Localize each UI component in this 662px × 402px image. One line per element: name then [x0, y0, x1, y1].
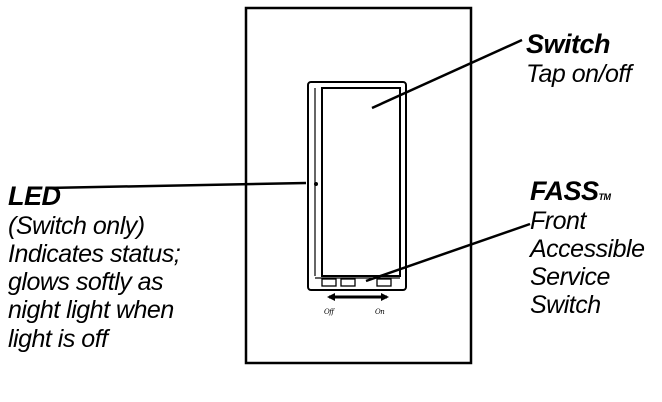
led-label: LED (Switch only) Indicates status; glow… [8, 181, 181, 353]
fass-line: Switch [530, 291, 601, 320]
fass-trademark: TM [598, 192, 612, 202]
led-line: light is off [8, 324, 108, 353]
led-line: glows softly as [8, 268, 164, 296]
switch-description: Tap on/off [526, 59, 632, 88]
switch-label: Switch Tap on/off [526, 29, 632, 88]
fass-slot-middle[interactable] [340, 278, 356, 287]
slider-on-label: On [375, 308, 385, 316]
rocker-paddle[interactable] [321, 87, 401, 277]
fass-line: Accessible [530, 234, 645, 263]
led-indicator [314, 182, 318, 186]
fass-slot-left[interactable] [321, 278, 337, 287]
led-line: (Switch only) [8, 211, 145, 240]
led-callout-line [45, 181, 307, 190]
fass-callout-line [365, 222, 531, 283]
led-line: night light when [8, 296, 174, 325]
fass-label: FASSTM Front Accessible Service Switch [530, 176, 645, 320]
led-line: Indicates status; [8, 239, 181, 268]
fass-line: Service [530, 263, 610, 291]
switch-callout-line [371, 38, 523, 110]
fass-slot-right[interactable] [376, 278, 392, 287]
slider-off-label: Off [324, 308, 334, 316]
switch-title: Switch [526, 29, 611, 59]
led-title: LED [8, 181, 61, 211]
fass-line: Front [530, 206, 586, 235]
fass-title: FASS [530, 176, 599, 206]
